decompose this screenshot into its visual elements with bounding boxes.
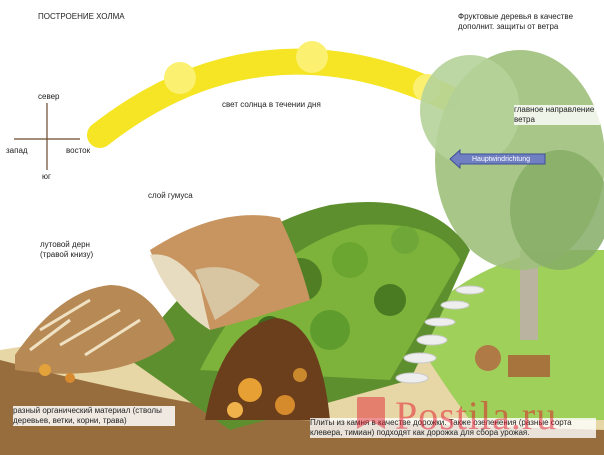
sun-icon [164,62,196,94]
harvest-crate [475,345,550,377]
sod-layer [150,215,310,330]
watermark-logo-icon [357,397,385,429]
stones-label: Плиты из камня в качестве дорожки. Также… [310,418,596,438]
fruit-trees-label: Фруктовые деревья в качестве дополнит. з… [458,12,576,32]
sun-icon [296,41,328,73]
sun-label: свет солнца в течении дня [222,100,321,109]
sun-path-arc [87,48,461,148]
organic-material [15,285,175,383]
humus-label: слой гумуса [148,191,193,200]
compass-cross [14,103,80,170]
sod-label: лутовой дерн (травой книзу) [40,240,94,259]
compost-core [205,318,330,420]
compass-north-label: север [38,92,60,101]
watermark: Postila.ru [395,393,558,438]
compass-east-label: восток [66,146,91,155]
wind-direction-arrow [449,148,546,170]
organic-material-label: разный органический материал (стволы дер… [13,406,175,426]
compass-south-label: юг [42,172,51,181]
wind-arrow-text: Hauptwindrichtung [472,156,530,163]
diagram-title: ПОСТРОЕНИЕ ХОЛМА [38,12,125,21]
stone-path [395,285,485,384]
wind-label: главное направление ветра [514,105,600,125]
compass-west-label: запад [6,146,28,155]
